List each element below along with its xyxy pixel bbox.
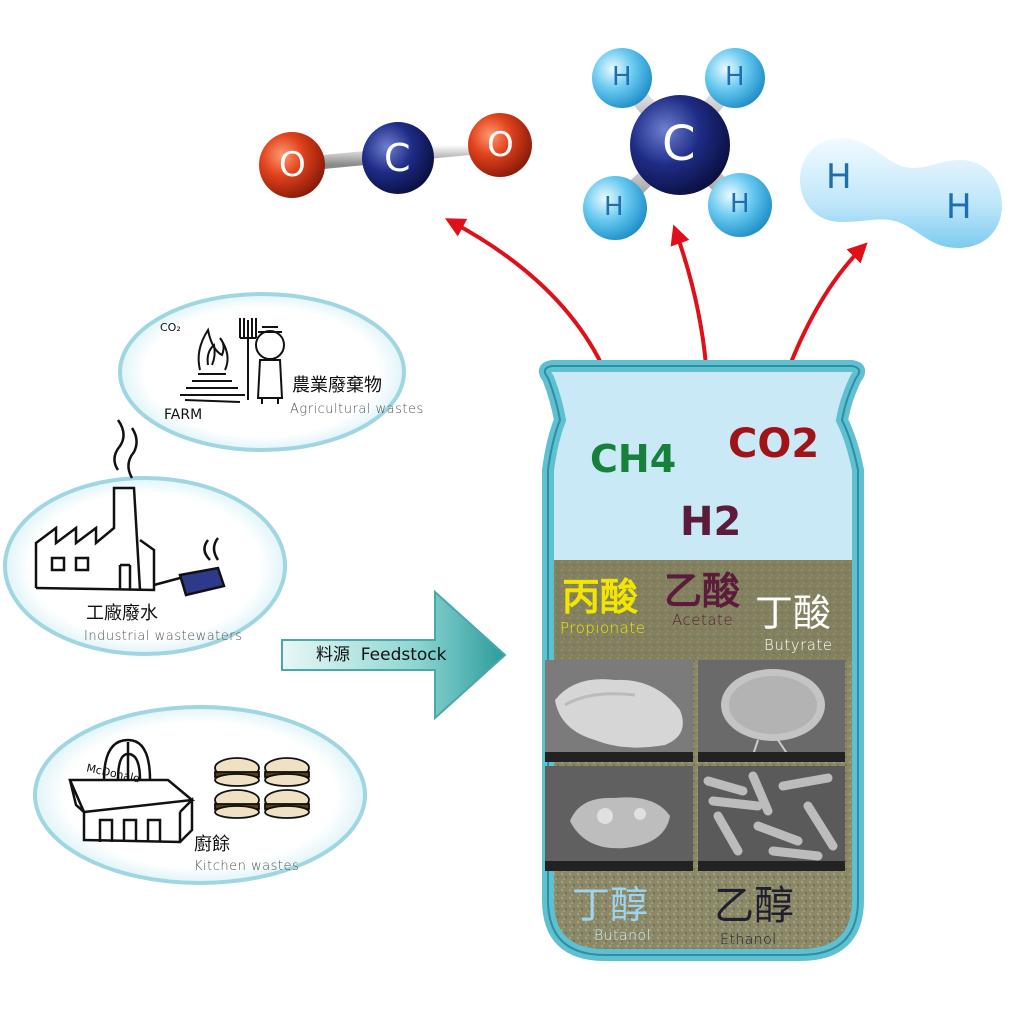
sem-image-2 [698,660,845,762]
bubble-industrial [3,476,287,656]
burgers-icon [214,757,310,819]
atom-label-o2: O [487,125,514,165]
carbon-atom [630,95,730,195]
sem-image-3 [545,766,693,871]
product-acetate-zh: 乙酸 [664,569,741,613]
feedstock-label: 料源 Feedstock [316,645,447,665]
product-ethanol-en: Ethanol [720,932,777,948]
feedstock-arrow [281,589,507,721]
source-industrial-zh: 工廠廢水 [86,603,158,624]
bubble-agricultural [118,292,406,452]
carbon-atom [362,122,434,194]
product-acetate-en: Acetate [672,611,734,629]
source-agricultural-zh: 農業廢棄物 [292,375,382,396]
sem-image-4 [698,766,845,871]
h2-molecule [800,138,1002,248]
product-butanol-en: Butanol [594,928,651,944]
bubble-kitchen [33,705,367,885]
farm-sketch-farm-label: FARM [164,407,203,423]
atom-label-ch4-c: C [662,116,696,172]
product-propionate-zh: 丙酸 [562,575,639,619]
atom-label-o1: O [279,145,306,185]
arrow-to-h2 [788,242,868,366]
jar-gas-ch4: CH4 [590,437,677,481]
jar-gas-h2: H2 [680,499,742,545]
atom-label-c: C [384,136,411,180]
product-butanol-zh: 丁醇 [572,883,649,927]
source-kitchen-zh: 廚餘 [194,834,230,855]
arrow-to-ch4 [670,224,708,366]
source-agricultural-en: Agricultural wastes [290,402,424,417]
product-butyrate-zh: 丁酸 [755,591,832,635]
atom-label-h4: H [730,189,750,219]
atom-label-h1: H [612,62,632,92]
source-industrial-en: Industrial wastewaters [84,629,243,644]
hydrogen-atom [705,48,765,108]
atom-label-h2-a: H [826,157,852,197]
product-butyrate-en: Butyrate [764,636,833,654]
sem-image-1 [545,660,693,762]
factory-sketch [34,419,226,597]
co2-molecule [259,113,532,198]
product-ethanol-zh: 乙醇 [714,883,794,929]
farm-sketch-co2-label: CO₂ [160,321,181,334]
oxygen-atom [468,113,532,177]
ch4-molecule [583,48,772,240]
hydrogen-atom [583,176,647,240]
atom-label-h2: H [725,62,745,92]
oxygen-atom [259,132,325,198]
source-kitchen-en: Kitchen wastes [194,859,300,874]
jar-gas-co2: CO2 [728,421,820,467]
arrow-to-co2 [444,218,604,366]
farm-sketch [180,318,285,404]
hydrogen-atom [708,173,772,237]
emission-arrows [444,218,868,366]
atom-label-h2-b: H [946,187,972,227]
product-propionate-en: Propionate [560,619,646,637]
atom-label-h3: H [604,192,624,222]
restaurant-sketch [68,738,196,844]
hydrogen-atom [592,48,652,108]
